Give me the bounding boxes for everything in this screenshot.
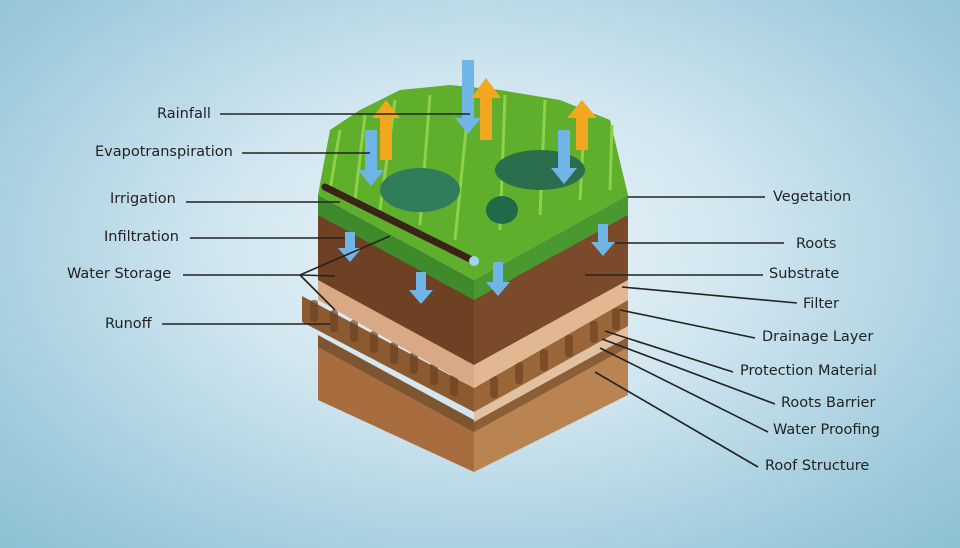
water-proofing-layer: [318, 335, 628, 432]
evaporation-arrows: [372, 78, 597, 160]
label-vegetation: Vegetation: [773, 189, 852, 205]
fern-leaves: [380, 168, 460, 212]
label-roots: Roots: [796, 236, 837, 252]
drainage-layer: [302, 296, 628, 412]
label-evapotranspiration: Evapotranspiration: [95, 144, 233, 160]
protection-material-layer: [474, 325, 628, 422]
label-rainfall: Rainfall: [157, 106, 211, 122]
label-protection-material: Protection Material: [740, 363, 877, 379]
label-drainage-layer: Drainage Layer: [762, 329, 874, 345]
roof-structure-layer: [318, 345, 628, 472]
label-infiltration: Infiltration: [104, 229, 179, 245]
label-filter: Filter: [803, 296, 839, 312]
filter-layer: [318, 278, 628, 388]
label-substrate: Substrate: [769, 266, 840, 282]
leader-lines: [162, 113, 798, 468]
label-water-storage: Water Storage: [67, 266, 172, 282]
water-arrows: [338, 60, 615, 304]
label-irrigation: Irrigation: [110, 191, 176, 207]
label-water-proofing: Water Proofing: [773, 422, 880, 438]
label-runoff: Runoff: [105, 316, 152, 332]
substrate-layer: [318, 205, 628, 365]
label-roots-barrier: Roots Barrier: [781, 395, 876, 411]
label-roof-structure: Roof Structure: [765, 458, 870, 474]
irrigation-pipe: [321, 183, 479, 266]
